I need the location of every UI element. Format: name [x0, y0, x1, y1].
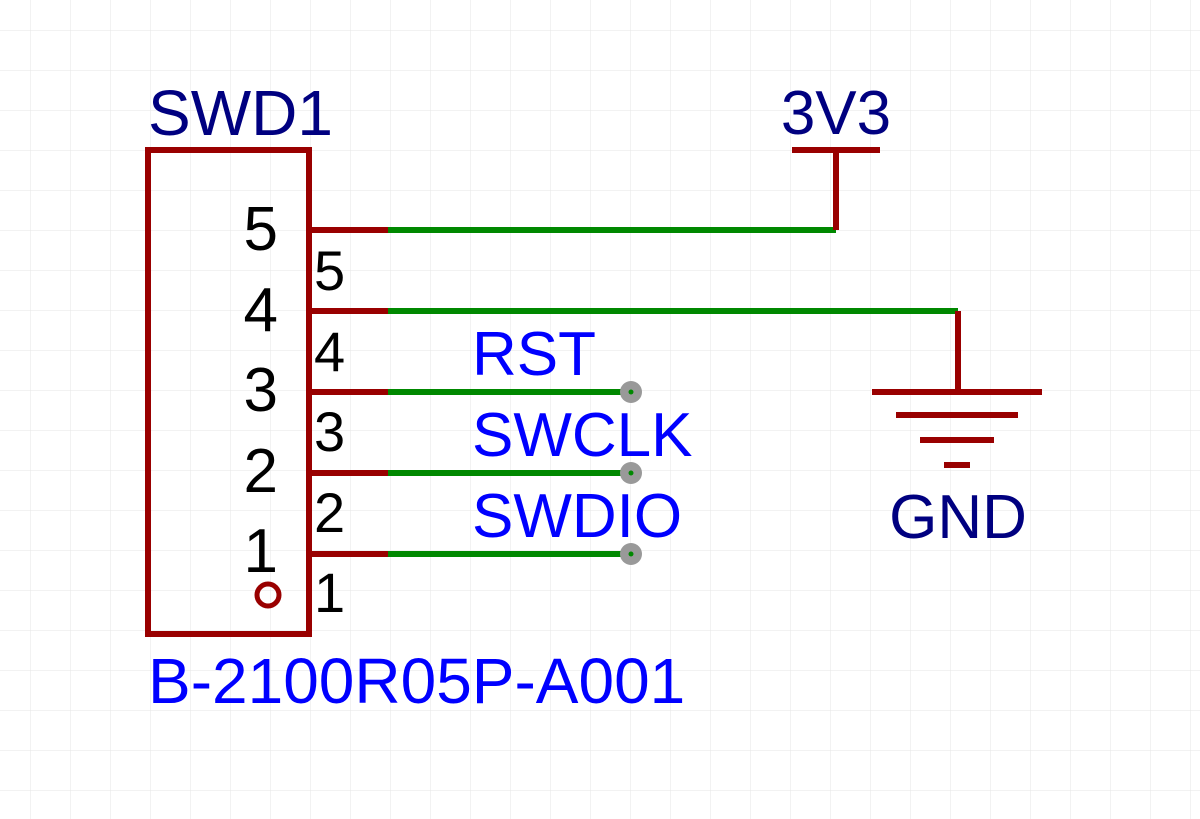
netlabel-swdio[interactable]: SWDIO — [472, 482, 682, 551]
netlabel-swdio-dot-center — [628, 551, 634, 557]
pin1-inner-number: 1 — [244, 517, 278, 586]
pin4-outer-number: 4 — [314, 320, 345, 383]
ground-symbol[interactable]: GND — [872, 311, 1042, 552]
netlabel-swclk[interactable]: SWCLK — [472, 401, 692, 470]
netlabel-swclk-dot-center — [628, 470, 634, 476]
pin3-inner-number: 3 — [244, 356, 278, 425]
pin5-outer-number: 5 — [314, 239, 345, 302]
netlabel-rst[interactable]: RST — [472, 320, 596, 389]
component-designator[interactable]: SWD1 — [148, 77, 333, 149]
power-3v3-label: 3V3 — [781, 79, 891, 148]
pin1-marker-icon — [254, 581, 282, 609]
pin5-inner-number: 5 — [244, 195, 278, 264]
ground-label: GND — [889, 483, 1027, 552]
pin1-outer-number: 1 — [314, 561, 345, 624]
netlabel-rst-dot-center — [628, 389, 634, 395]
pin3-outer-number: 3 — [314, 400, 345, 463]
pin4-inner-number: 4 — [244, 276, 278, 345]
pin2-inner-number: 2 — [244, 437, 278, 506]
component-part-number[interactable]: B-2100R05P-A001 — [148, 645, 685, 717]
pin2-outer-number: 2 — [314, 481, 345, 544]
power-3v3-symbol[interactable]: 3V3 — [781, 79, 891, 230]
